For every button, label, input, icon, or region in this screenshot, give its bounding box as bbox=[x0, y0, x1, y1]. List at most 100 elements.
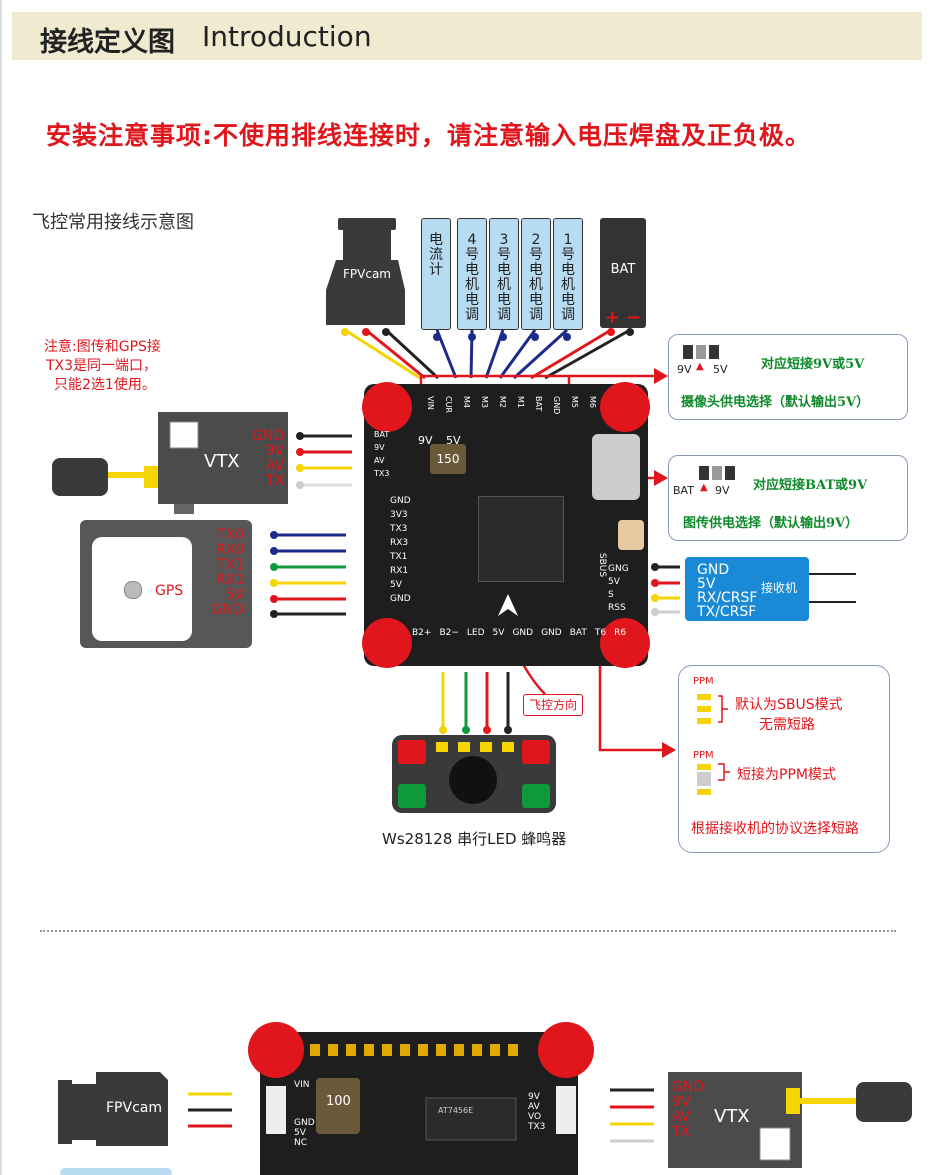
sbus-label: SBUS bbox=[597, 552, 608, 578]
pin-label: VIN bbox=[294, 1080, 310, 1090]
receiver-pins: GND 5V RX/CRSF TX/CRSF bbox=[697, 563, 757, 619]
pin-label: GND bbox=[390, 496, 411, 506]
receiver-module: GND 5V RX/CRSF TX/CRSF 接收机 bbox=[685, 557, 809, 621]
pin-label: M2 bbox=[498, 396, 507, 408]
pin-label: S bbox=[608, 590, 614, 600]
gps-antenna bbox=[92, 537, 192, 641]
esc2-box: 2号电机电调 bbox=[521, 218, 551, 330]
vtx-label: VTX bbox=[204, 451, 240, 472]
install-warning: 安装注意事项:不使用排线连接时，请注意输入电压焊盘及正负极。 bbox=[46, 121, 812, 150]
bottom-vtx-pins: GND 9V AV TX bbox=[672, 1080, 704, 1140]
fpvcam-label: FPVcam bbox=[343, 267, 391, 281]
pin-label: VIN bbox=[426, 396, 435, 410]
direction-arrow-icon bbox=[496, 592, 520, 620]
inductor: 150 bbox=[430, 444, 466, 474]
gps-pin: TX0 bbox=[217, 527, 245, 543]
pin-label: LED bbox=[466, 628, 485, 638]
ppm-label-1: PPM bbox=[693, 676, 714, 687]
header-title-cn: 接线定义图 bbox=[40, 27, 175, 58]
jumper-pad-icon bbox=[699, 466, 735, 480]
direction-tag: 飞控方向 bbox=[523, 694, 583, 716]
gps-label: GPS bbox=[155, 583, 184, 599]
vtx-pin: AV bbox=[265, 458, 285, 474]
ppm-default: 默认为SBUS模式 bbox=[735, 697, 843, 713]
pin-label: GND bbox=[512, 628, 534, 638]
vtx-power-box: BAT ▲ 9V 对应短接BAT或9V 图传供电选择（默认输出9V） bbox=[668, 455, 908, 541]
pin-label: CUR bbox=[444, 396, 453, 413]
left-pin-column: GND 3V3 TX3 RX3 TX1 RX1 5V GND bbox=[390, 496, 411, 604]
gps-pin: 5V bbox=[225, 587, 245, 603]
section-header: 接线定义图 Introduction bbox=[12, 12, 922, 60]
pin-label: 5V bbox=[608, 577, 620, 587]
pin-label: 9V bbox=[374, 443, 385, 452]
pin-label: 9V bbox=[528, 1092, 540, 1102]
pin-label: 3V3 bbox=[390, 510, 408, 520]
jumper-pad-icon bbox=[683, 345, 719, 359]
pin-label: M6 bbox=[588, 396, 597, 408]
led-buzzer-board bbox=[392, 735, 556, 813]
pin-label: RX1 bbox=[390, 566, 409, 576]
esc4-box: 4号电机电调 bbox=[457, 218, 487, 330]
vtx-pin: 9V bbox=[672, 1094, 691, 1110]
note-line: 只能2选1使用。 bbox=[54, 377, 156, 393]
mount-grommet bbox=[362, 382, 412, 432]
fpvcam-shape bbox=[326, 218, 405, 325]
pin-label: NC bbox=[294, 1138, 308, 1148]
battery-box: BAT + − bbox=[600, 218, 646, 328]
current-meter-box: 电流计 bbox=[421, 218, 451, 330]
pin-label: M3 bbox=[480, 396, 489, 408]
pin-label: 5V bbox=[492, 628, 505, 638]
osd-chip-label: AT7456E bbox=[438, 1106, 474, 1115]
vtx-pin: TX bbox=[672, 1124, 691, 1140]
rx-pin: RX/CRSF bbox=[697, 590, 758, 606]
pin-label: RX3 bbox=[390, 538, 409, 548]
pin-label: GND bbox=[541, 628, 562, 638]
vtx-pin: GND bbox=[672, 1079, 705, 1095]
gps-dot-icon bbox=[124, 581, 142, 599]
pin-label: TX3 bbox=[528, 1122, 546, 1132]
gps-pin: RX1 bbox=[215, 572, 245, 588]
battery-polarity: + − bbox=[600, 307, 646, 328]
section-divider bbox=[40, 930, 896, 932]
gps-pin: RX0 bbox=[215, 542, 245, 558]
boot-button bbox=[618, 520, 644, 550]
jumper-9v: 9V bbox=[418, 434, 433, 447]
mount-grommet bbox=[600, 618, 650, 668]
pin-label: AV bbox=[528, 1102, 540, 1112]
receiver-label: 接收机 bbox=[761, 581, 798, 595]
ppm-info-box: PPM 默认为SBUS模式 无需短路 PPM 短接为PPM模式 根据接收机的协议… bbox=[678, 665, 890, 853]
ppm-no-short: 无需短路 bbox=[759, 717, 815, 733]
pin-label: TX3 bbox=[390, 524, 408, 534]
vtx-pin: GND bbox=[252, 428, 285, 444]
ppm-footer: 根据接收机的协议选择短路 bbox=[691, 821, 859, 837]
bottom-fpvcam-label: FPVcam bbox=[106, 1100, 162, 1116]
pin-label: GND bbox=[294, 1118, 315, 1128]
pin-label: GND bbox=[390, 594, 411, 604]
jumper-9v-label: 9V bbox=[677, 363, 692, 376]
pin-label: B2− bbox=[439, 628, 459, 638]
bottom-vtx-shape bbox=[668, 1072, 912, 1168]
pin-label: R6 bbox=[614, 628, 627, 638]
rx-pin: 5V bbox=[697, 576, 716, 592]
pin-label: VO bbox=[528, 1112, 542, 1122]
ppm-short: 短接为PPM模式 bbox=[737, 767, 836, 783]
esc2-label: 2号电机电调 bbox=[529, 232, 543, 323]
note-line: TX3是同一端口， bbox=[46, 358, 158, 374]
gps-pins: TX0 RX0 TX1 RX1 5V GND bbox=[212, 528, 244, 618]
pin-label: TX3 bbox=[374, 469, 390, 478]
pin-label: BAT bbox=[374, 430, 390, 439]
jumper-5v: 5V bbox=[446, 434, 461, 447]
pin-label: GND bbox=[552, 396, 561, 415]
esc3-label: 3号电机电调 bbox=[497, 232, 511, 323]
bottom-right-pins: 9V AV VO TX3 bbox=[528, 1092, 545, 1132]
right-pin-column: GNG 5V S RSS bbox=[608, 564, 629, 613]
pin-label: M4 bbox=[462, 396, 471, 408]
note-line: 注意:图传和GPS接 bbox=[44, 339, 161, 355]
header-title-en: Introduction bbox=[202, 20, 372, 53]
cam-power-desc: 摄像头供电选择（默认输出5V） bbox=[681, 395, 870, 410]
esc4-label: 4号电机电调 bbox=[465, 232, 479, 323]
led-buzzer-caption: Ws28128 串行LED 蜂鸣器 bbox=[382, 830, 567, 848]
pin-label: TX1 bbox=[390, 552, 408, 562]
top-pin-labels: VIN CUR M4 M3 M2 M1 BAT GND M5 M6 bbox=[420, 396, 597, 414]
